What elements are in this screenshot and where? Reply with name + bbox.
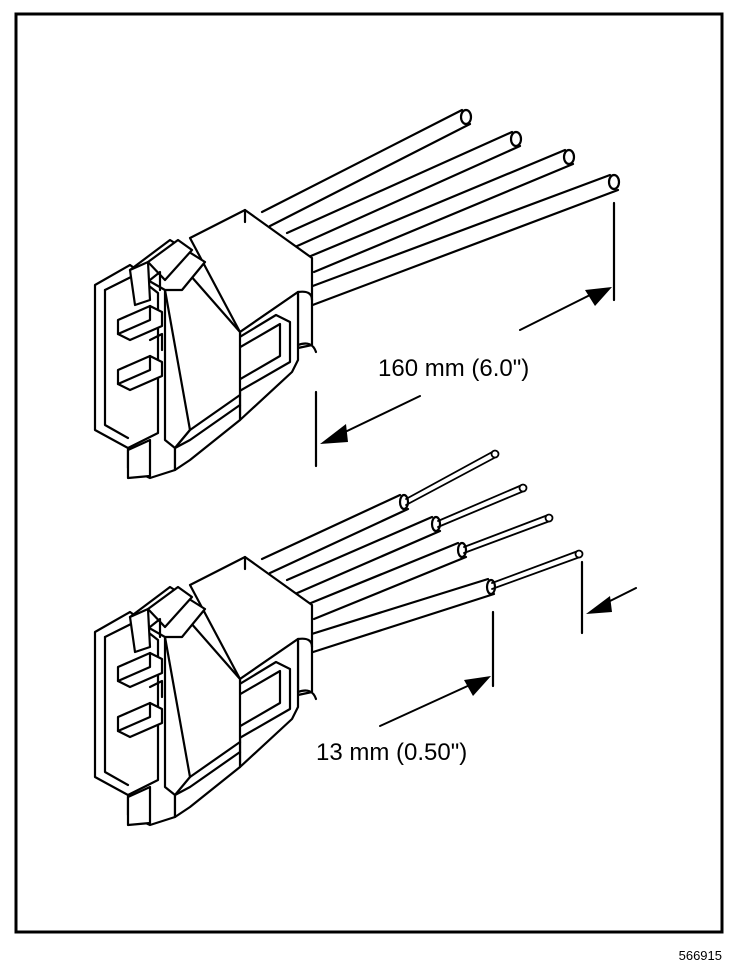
dimension-short-label: 13 mm (0.50")	[316, 739, 467, 766]
connector-bottom	[93, 449, 584, 827]
connector-top	[93, 108, 621, 480]
dimension-long: 160 mm (6.0")	[314, 201, 616, 468]
dimension-short: 13 mm (0.50")	[316, 560, 637, 766]
wires-top-long	[260, 108, 621, 308]
wires-bottom-stripped	[405, 449, 584, 590]
dimension-long-label: 160 mm (6.0")	[378, 355, 529, 382]
figure-number: 566915	[679, 948, 722, 963]
figure-border	[14, 12, 724, 934]
wires-bottom-insulated	[260, 493, 497, 655]
